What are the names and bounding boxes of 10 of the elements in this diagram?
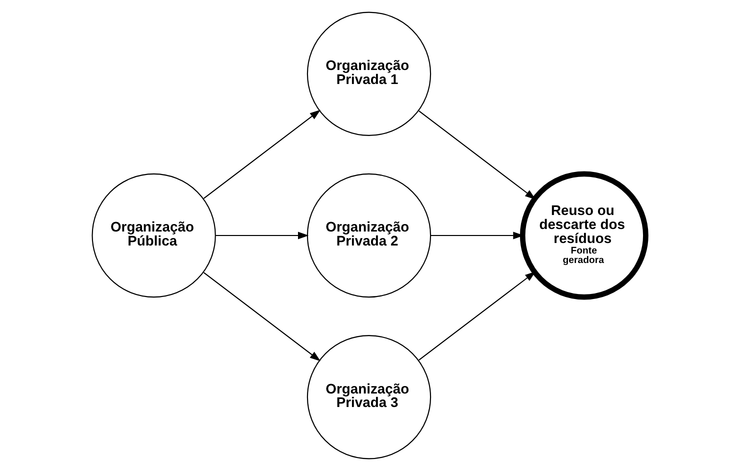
node-circle: Organização Privada 2 [306, 173, 432, 298]
node-circle: Organização Privada 3 [306, 335, 432, 460]
arrow [418, 110, 536, 200]
node-circle: Reuso ou descarte dos resíduos Fonte geradora [520, 171, 648, 300]
node-circle: Organização Privada 1 [306, 12, 432, 136]
arrow [203, 272, 321, 362]
arrow [216, 232, 309, 240]
node-circle: Organização Pública [92, 173, 216, 298]
arrow [203, 110, 321, 199]
arrow [418, 271, 536, 360]
